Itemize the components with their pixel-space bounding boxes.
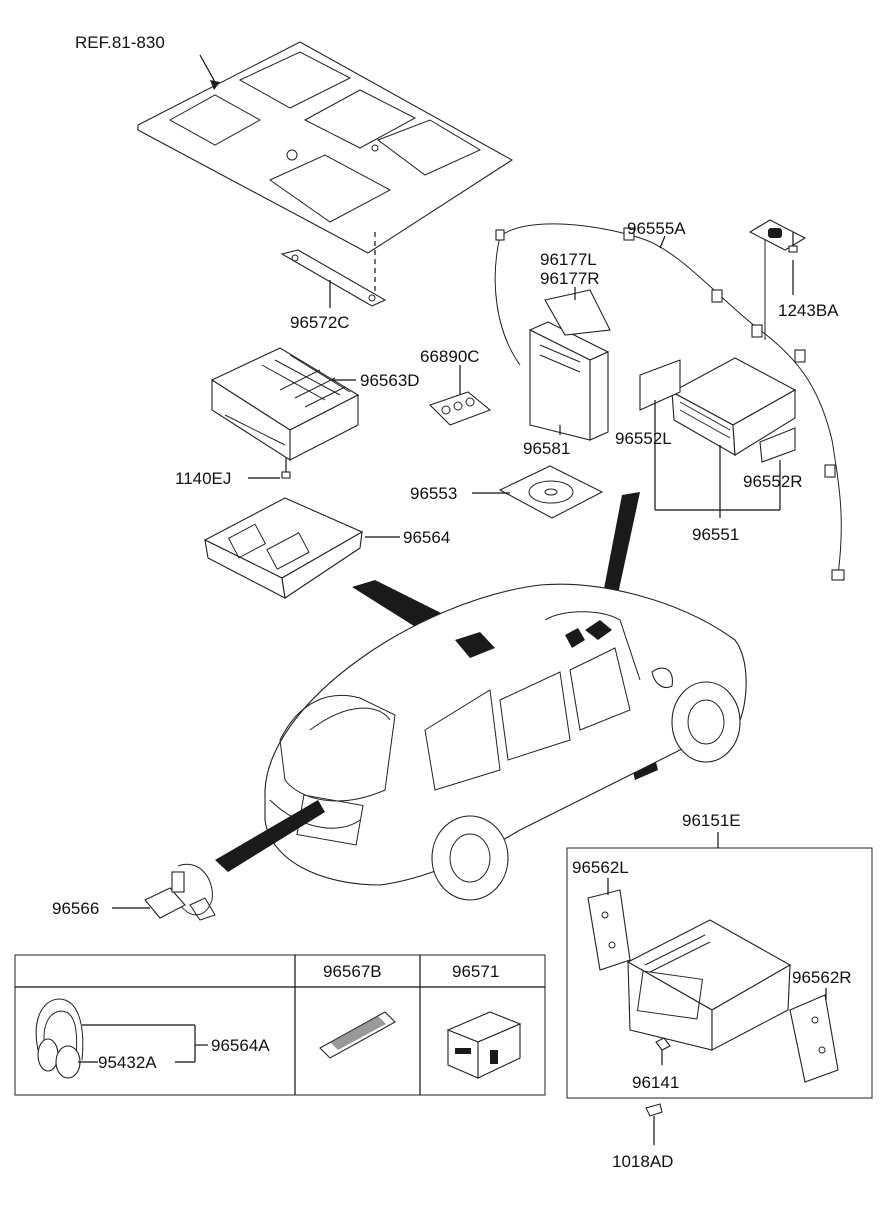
harness-96555A [494, 219, 845, 581]
overhead-frame-96563D [210, 347, 360, 462]
deck-96551 [670, 357, 797, 456]
headphones-96564A [35, 998, 84, 1079]
label-96553: 96553 [410, 484, 457, 503]
head-unit-box [566, 847, 873, 1099]
label-96551: 96551 [692, 525, 739, 544]
jack-96571 [446, 1011, 522, 1079]
label-96567B: 96567B [323, 962, 382, 981]
label-1243BA: 1243BA [778, 301, 839, 320]
screw-1018AD [645, 1103, 663, 1145]
disc-96553 [498, 465, 604, 519]
camera-96566 [144, 863, 216, 921]
overhead-console-96564 [203, 497, 364, 599]
label-96151E: 96151E [682, 811, 741, 830]
screw-1243BA [788, 232, 798, 295]
label-96572C: 96572C [290, 313, 350, 332]
label-ref-81-830: REF.81-830 [75, 33, 165, 52]
label-1018AD: 1018AD [612, 1152, 673, 1171]
label-96562L: 96562L [572, 858, 629, 877]
label-96552L: 96552L [615, 429, 672, 448]
label-96571: 96571 [452, 962, 499, 981]
module-96581 [528, 321, 610, 441]
label-96552R: 96552R [743, 472, 803, 491]
switch-66890C [428, 391, 492, 426]
headliner-part [137, 41, 514, 300]
bracket-96572C [280, 249, 387, 307]
remote-96567B [319, 1011, 396, 1059]
knob-96141 [655, 1037, 671, 1051]
label-66890C: 66890C [420, 347, 480, 366]
bracket-96552L [639, 359, 681, 411]
label-96563D: 96563D [360, 371, 420, 390]
screw-1140EJ [281, 458, 291, 479]
label-96566: 96566 [52, 899, 99, 918]
label-96177L: 96177L [540, 250, 597, 269]
label-96177R: 96177R [540, 269, 600, 288]
head-unit-main [626, 919, 792, 1051]
bracket-96552R [759, 427, 796, 463]
label-96555A: 96555A [627, 219, 686, 238]
accessory-table [14, 954, 546, 1096]
label-96141: 96141 [632, 1073, 679, 1092]
label-96564: 96564 [403, 528, 450, 547]
label-96564A: 96564A [211, 1036, 270, 1055]
label-95432A: 95432A [98, 1053, 157, 1072]
bracket-96562R [789, 994, 839, 1083]
bracket-96562L [587, 889, 631, 971]
pointer-rear-to-camera [215, 800, 325, 872]
label-96562R: 96562R [792, 968, 852, 987]
label-96581: 96581 [523, 439, 570, 458]
label-1140EJ: 1140EJ [175, 469, 231, 488]
vehicle-illustration [264, 583, 747, 901]
